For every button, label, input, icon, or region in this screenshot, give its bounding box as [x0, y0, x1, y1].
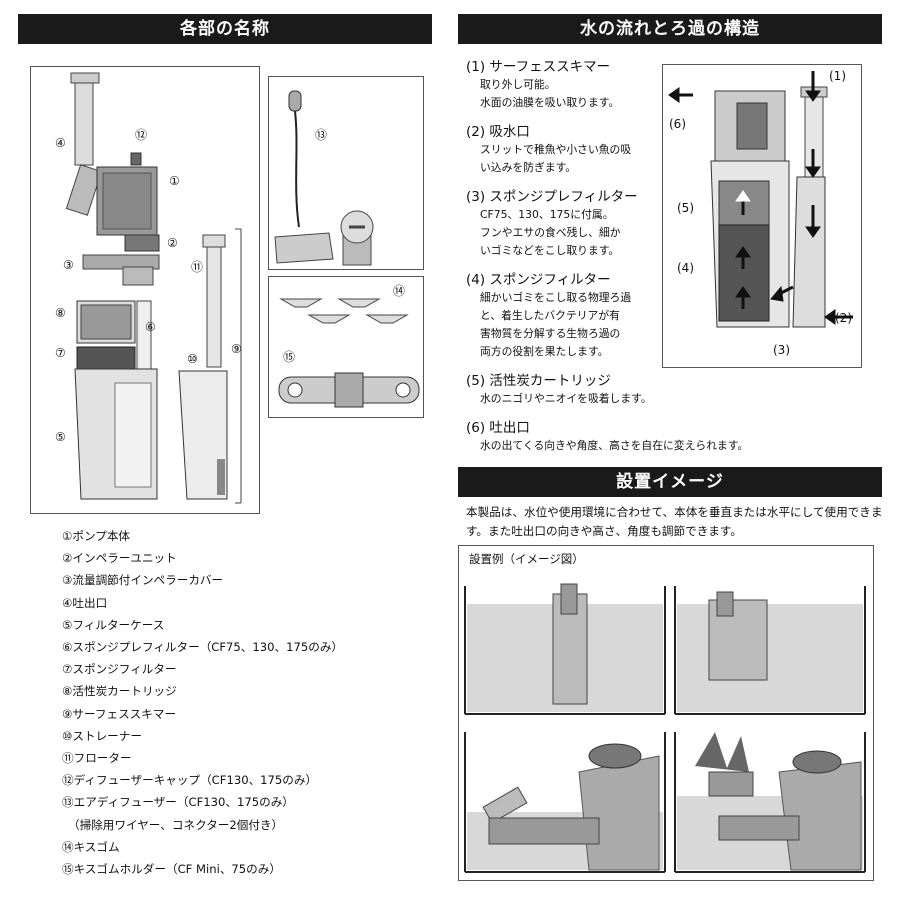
flow-item-outlet: (6) 吐出口 水の出てくる向きや角度、高さを自在に変えられます。 — [466, 419, 886, 455]
callout-5: ⑤ — [55, 430, 66, 444]
flow-label-6: (6) — [669, 117, 686, 131]
list-item: ①ポンプ本体 — [62, 529, 131, 543]
install-example-label: 設置例（イメージ図） — [469, 552, 584, 566]
flow-item-title: (1) サーフェススキマー — [466, 59, 611, 75]
parts-diagram-box: ④ ⑫ ① ② ③ ⑪ ⑧ ⑥ ⑦ ⑩ ⑨ ⑤ — [30, 66, 260, 514]
flow-item-desc: 取り外し可能。 — [480, 78, 556, 91]
flow-item-desc: と、着生したバクテリアが有 — [480, 309, 620, 322]
flow-item-desc: い込みを防ぎます。 — [480, 161, 577, 174]
install-header: 設置イメージ — [458, 467, 882, 497]
flow-item-skimmer: (1) サーフェススキマー 取り外し可能。 水面の油膜を吸い取ります。 — [466, 58, 676, 112]
callout-3: ③ — [63, 258, 74, 272]
flow-description: (1) サーフェススキマー 取り外し可能。 水面の油膜を吸い取ります。 (2) … — [466, 58, 748, 466]
list-item: ⑬エアディフューザー（CF130、175のみ） — [62, 795, 294, 810]
callout-4: ④ — [55, 136, 66, 150]
install-example-illustrations — [464, 583, 866, 873]
list-item: ④吐出口 — [62, 595, 108, 610]
callout-1: ① — [169, 174, 180, 188]
flow-item-desc: 水面の油膜を吸い取ります。 — [480, 96, 620, 109]
list-item: ⑤フィルターケース — [62, 617, 165, 632]
list-item: ⑪フローター — [62, 751, 132, 766]
list-item: ⑫ディフューザーキャップ（CF130、175のみ） — [62, 773, 318, 788]
flow-item-desc: 細かいゴミをこし取る物理ろ過 — [480, 291, 632, 304]
flow-item-title: (5) 活性炭カートリッジ — [466, 373, 611, 389]
list-item: （掃除用ワイヤー、コネクター2個付き） — [68, 817, 284, 832]
callout-10: ⑩ — [187, 352, 198, 366]
list-item: ②インペラーユニット — [62, 551, 177, 566]
flow-item-title: (4) スポンジフィルター — [466, 272, 611, 288]
flow-item-title: (2) 吸水口 — [466, 124, 530, 140]
flow-label-4: (4) — [677, 261, 694, 275]
air-diffuser-illustration — [274, 90, 374, 266]
callout-14: ⑭ — [393, 284, 406, 298]
suction-cup-illustration — [278, 298, 420, 408]
callout-9: ⑨ — [231, 342, 242, 356]
list-item: ⑧活性炭カートリッジ — [62, 684, 177, 699]
callout-2: ② — [167, 236, 178, 250]
flow-item-prefilter: (3) スポンジプレフィルター CF75、130、175に付属。 フンやエサの食… — [466, 188, 676, 260]
flow-item-desc: 水のニゴリやニオイを吸着します。 — [480, 392, 652, 405]
install-description: 本製品は、水位や使用環境に合わせて、本体を垂直または水平にして使用できます。また… — [466, 505, 883, 538]
flow-item-desc: 両方の役割を果たします。 — [480, 345, 609, 358]
list-item: ⑨サーフェススキマー — [62, 706, 177, 721]
install-example-box: 設置例（イメージ図） — [458, 545, 874, 881]
flow-label-5: (5) — [677, 201, 694, 215]
list-item: ⑥スポンジプレフィルター（CF75、130、175のみ） — [62, 640, 344, 655]
flow-label-2: (2) — [835, 311, 852, 325]
suction-cup-box: ⑭ ⑮ — [268, 276, 424, 418]
flow-item-title: (6) 吐出口 — [466, 420, 530, 436]
flow-item-desc: CF75、130、175に付属。 — [480, 208, 614, 221]
flow-item-desc: いゴミなどをこし取ります。 — [480, 244, 620, 257]
flow-diagram-box: (1) (6) (5) (4) (2) (3) — [662, 64, 862, 368]
callout-7: ⑦ — [55, 346, 66, 360]
list-item: ⑭キスゴム — [62, 839, 120, 854]
list-item: ⑩ストレーナー — [62, 728, 142, 743]
flow-label-3: (3) — [773, 343, 790, 357]
parts-list: ①ポンプ本体 ②インペラーユニット ③流量調節付インペラーカバー ④吐出口 ⑤フ… — [62, 525, 432, 880]
flow-item-carbon: (5) 活性炭カートリッジ 水のニゴリやニオイを吸着します。 — [466, 372, 886, 408]
flow-item-intake: (2) 吸水口 スリットで稚魚や小さい魚の吸 い込みを防ぎます。 — [466, 123, 676, 177]
flow-item-title: (3) スポンジプレフィルター — [466, 189, 638, 205]
flow-item-desc: 水の出てくる向きや角度、高さを自在に変えられます。 — [480, 439, 749, 452]
list-item: ⑮キスゴムホルダー（CF Mini、75のみ） — [62, 862, 281, 877]
flow-structure-illustration — [668, 71, 853, 328]
flow-item-sponge: (4) スポンジフィルター 細かいゴミをこし取る物理ろ過 と、着生したバクテリア… — [466, 271, 676, 361]
flow-item-desc: 害物質を分解する生物ろ過の — [480, 327, 621, 340]
flow-item-desc: フンやエサの食べ残し、細か — [480, 226, 621, 239]
air-diffuser-box: ⑬ — [268, 76, 424, 270]
parts-header: 各部の名称 — [18, 14, 432, 44]
callout-13: ⑬ — [315, 128, 328, 142]
callout-8: ⑧ — [55, 306, 66, 320]
callout-12: ⑫ — [135, 128, 148, 142]
flow-label-1: (1) — [829, 69, 846, 83]
filter-exploded-illustration — [65, 72, 242, 504]
flow-header: 水の流れとろ過の構造 — [458, 14, 882, 44]
list-item: ③流量調節付インペラーカバー — [62, 573, 224, 588]
callout-15: ⑮ — [283, 350, 296, 364]
callout-6: ⑥ — [145, 320, 156, 334]
list-item: ⑦スポンジフィルター — [62, 662, 177, 677]
callout-11: ⑪ — [191, 260, 204, 274]
flow-item-desc: スリットで稚魚や小さい魚の吸 — [480, 143, 632, 156]
